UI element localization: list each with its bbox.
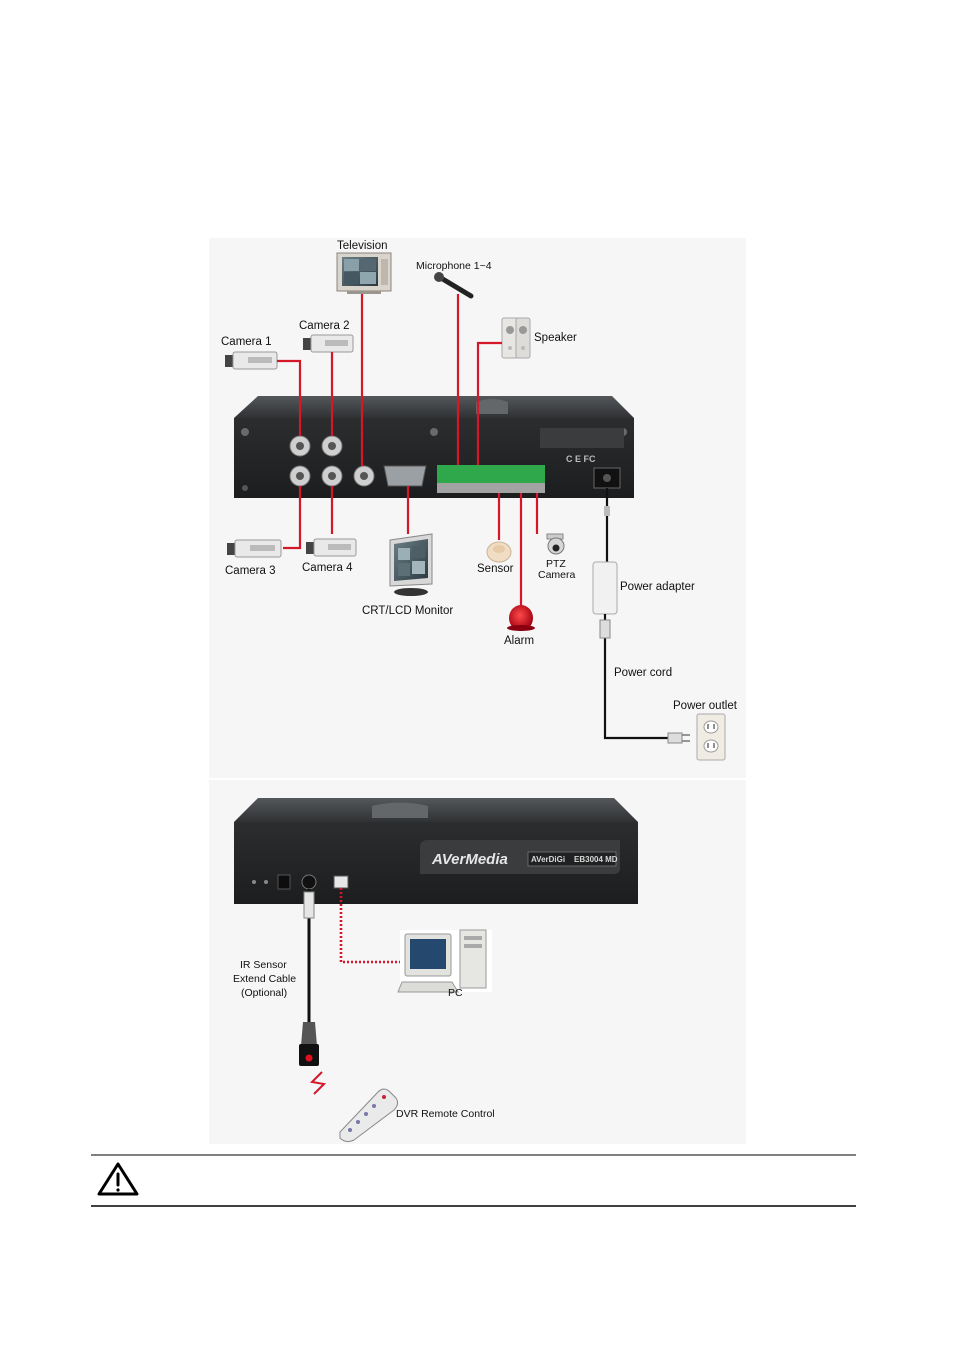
ir-port (302, 875, 316, 889)
microphone-label: Microphone 1~4 (416, 260, 492, 272)
sensor-label: Sensor (477, 563, 514, 575)
camera-2-label: Camera 2 (299, 320, 350, 332)
ir-label-line-3: (Optional) (241, 987, 287, 999)
alarm-label: Alarm (504, 635, 534, 647)
power-cord-label: Power cord (614, 667, 672, 679)
dvr-front-panel: AVerMedia AVerDiGi EB3004 MD (234, 798, 638, 904)
terminal-block (437, 465, 545, 483)
pc-icon (398, 930, 492, 992)
camera-1-icon (225, 352, 277, 369)
diagram-background-top (209, 238, 746, 778)
ir-label-line-2: Extend Cable (233, 973, 296, 985)
sensor-icon (487, 542, 511, 562)
monitor-label: CRT/LCD Monitor (362, 605, 453, 617)
ptz-label-line-2: Camera (538, 569, 576, 581)
camera-4-label: Camera 4 (302, 562, 353, 574)
power-adapter-label: Power adapter (620, 581, 695, 593)
svg-text:C E FC: C E FC (566, 454, 596, 464)
camera-4-icon (306, 539, 356, 556)
power-outlet-label: Power outlet (673, 700, 738, 712)
speaker-label: Speaker (534, 332, 577, 344)
camera-1-label: Camera 1 (221, 336, 272, 348)
ir-label-line-1: IR Sensor (240, 959, 287, 971)
warning-triangle-icon (99, 1164, 137, 1194)
model-brand-logo: AVerDiGi (531, 855, 565, 864)
camera-2-icon (303, 335, 353, 352)
model-number: EB3004 MD (574, 855, 618, 864)
power-outlet-icon (697, 714, 725, 760)
camera-3-icon (227, 540, 281, 557)
speaker-icon (502, 318, 530, 358)
remote-label: DVR Remote Control (396, 1108, 495, 1120)
brand-logo: AVerMedia (431, 851, 508, 868)
dvr-rear-panel: C E FC (234, 396, 634, 498)
front-led-window (278, 875, 290, 889)
television-label: Television (337, 240, 388, 252)
camera-3-label: Camera 3 (225, 565, 276, 577)
vga-port (384, 466, 426, 486)
ptz-camera-icon (547, 534, 564, 554)
usb-port (334, 876, 348, 888)
pc-label: PC (448, 987, 463, 999)
television-icon (337, 253, 391, 294)
